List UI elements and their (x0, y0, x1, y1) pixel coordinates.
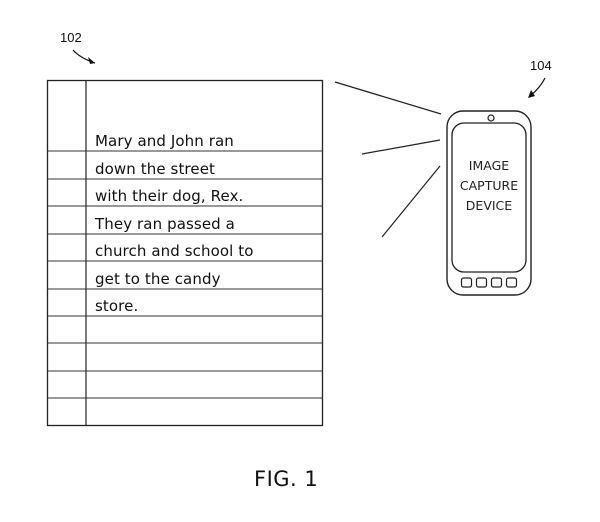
document-text-line: with their dog, Rex. (95, 187, 244, 205)
device-label-line: DEVICE (465, 198, 513, 213)
device-button-icon (505, 277, 518, 288)
device-buttons (460, 277, 518, 288)
device-button-icon (460, 277, 473, 288)
ref-numeral-102: 102 (60, 30, 82, 45)
document-text-line: store. (95, 297, 139, 315)
ruled-lines (47, 150, 323, 399)
device-button-icon (475, 277, 488, 288)
ref-102-arrowhead (88, 57, 95, 64)
image-capture-device (446, 110, 532, 296)
document-text-line: Mary and John ran (95, 132, 234, 150)
ref-104-arrowhead (528, 90, 535, 98)
device-label-line: CAPTURE (459, 178, 519, 193)
document-text-line: down the street (95, 160, 215, 178)
ref-numeral-104: 104 (530, 58, 552, 73)
capture-ray-bottom (381, 165, 441, 238)
capture-ray-top (334, 81, 442, 115)
document-text-line: They ran passed a (95, 215, 235, 233)
device-camera-icon (487, 114, 495, 122)
capture-ray-middle (361, 139, 441, 155)
device-screen (451, 122, 527, 273)
device-button-icon (490, 277, 503, 288)
figure-caption: FIG. 1 (254, 467, 319, 491)
document-text-line: church and school to (95, 242, 254, 260)
device-label-line: IMAGE (468, 158, 510, 173)
page-border (46, 79, 324, 427)
device-label: IMAGE CAPTURE DEVICE (452, 156, 526, 216)
document-text-line: get to the candy (95, 270, 221, 288)
lined-paper-document (46, 79, 324, 427)
